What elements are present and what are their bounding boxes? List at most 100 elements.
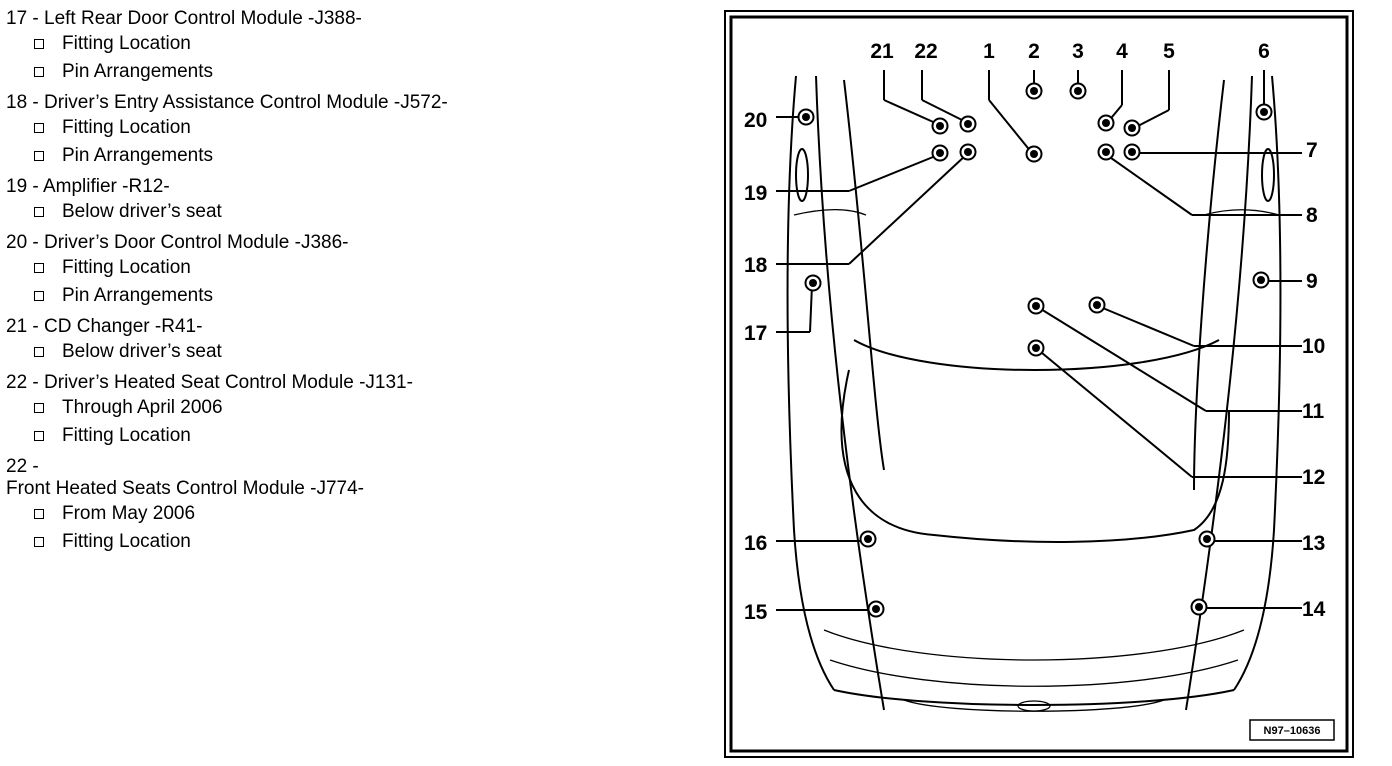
marker-20[interactable]: [797, 108, 815, 126]
label-21: 21: [870, 40, 894, 63]
subitem-label[interactable]: Fitting Location: [62, 531, 191, 552]
checkbox-icon: [34, 39, 44, 49]
marker-14[interactable]: [1190, 598, 1208, 616]
subitem-label[interactable]: Pin Arrangements: [62, 285, 214, 306]
legend-subitem[interactable]: Fitting Location: [6, 422, 706, 450]
checkbox-icon: [34, 431, 44, 441]
checkbox-icon: [34, 509, 44, 519]
subitem-label[interactable]: Fitting Location: [62, 257, 191, 278]
legend-subitem[interactable]: Pin Arrangements: [6, 58, 706, 86]
marker-2[interactable]: [1025, 82, 1043, 100]
legend-subitem[interactable]: Fitting Location: [6, 30, 706, 58]
car-trunk-line: [823, 629, 1245, 661]
legend-subitem[interactable]: Fitting Location: [6, 254, 706, 282]
label-22: 22: [914, 40, 937, 63]
marker-12[interactable]: [1027, 339, 1045, 357]
legend-entry-title: 17 - Left Rear Door Control Module -J388…: [6, 8, 362, 29]
marker-15[interactable]: [867, 600, 885, 618]
subitem-label[interactable]: Pin Arrangements: [62, 61, 214, 82]
subitem-label[interactable]: Fitting Location: [62, 117, 191, 138]
label-19: 19: [744, 182, 767, 205]
marker-13[interactable]: [1198, 530, 1216, 548]
marker-8[interactable]: [1097, 143, 1115, 161]
subitem-label[interactable]: Below driver’s seat: [62, 201, 222, 222]
marker-17[interactable]: [804, 274, 822, 292]
legend-entry-17: 17 - Left Rear Door Control Module -J388…: [6, 8, 706, 86]
reference-box: [1249, 719, 1335, 741]
car-emblem: [1017, 700, 1051, 712]
car-rear-window: [840, 369, 1230, 543]
leader-11: [1035, 305, 1207, 412]
legend-subitem[interactable]: Through April 2006: [6, 394, 706, 422]
car-door-left: [843, 79, 885, 471]
marker-22[interactable]: [959, 115, 977, 133]
legend-entry-title: 20 - Driver’s Door Control Module -J386-: [6, 232, 349, 253]
legend-entry-18: 18 - Driver’s Entry Assistance Control M…: [6, 92, 706, 170]
label-13: 13: [1302, 532, 1325, 555]
marker-1[interactable]: [1025, 145, 1043, 163]
marker-3[interactable]: [1069, 82, 1087, 100]
car-mirror-right-line: [1203, 209, 1280, 216]
legend-entry-22: 22 - Driver’s Heated Seat Control Module…: [6, 372, 706, 450]
marker-18[interactable]: [959, 143, 977, 161]
label-20: 20: [744, 109, 767, 132]
car-mirror-left: [795, 148, 809, 202]
subitem-label[interactable]: Pin Arrangements: [62, 145, 214, 166]
marker-9[interactable]: [1252, 271, 1270, 289]
label-10: 10: [1302, 335, 1325, 358]
subitem-label[interactable]: Fitting Location: [62, 33, 191, 54]
car-door-right: [1193, 79, 1225, 491]
label-3: 3: [1072, 40, 1084, 63]
checkbox-icon: [34, 291, 44, 301]
legend-subitem[interactable]: Pin Arrangements: [6, 282, 706, 310]
frame-inner: [729, 15, 1349, 753]
legend-entry-19: 19 - Amplifier -R12- Below driver’s seat: [6, 176, 706, 226]
leader-12: [1035, 347, 1193, 478]
subitem-label[interactable]: From May 2006: [62, 503, 196, 524]
car-rear-bumper: [833, 689, 1235, 706]
leader-8: [1103, 152, 1193, 216]
marker-21[interactable]: [931, 117, 949, 135]
legend-subitem[interactable]: From May 2006: [6, 500, 706, 528]
marker-11[interactable]: [1027, 297, 1045, 315]
subitem-label[interactable]: Fitting Location: [62, 425, 191, 446]
legend-subitem[interactable]: Fitting Location: [6, 114, 706, 142]
subitem-label[interactable]: Below driver’s seat: [62, 341, 222, 362]
leader-19b: [848, 154, 939, 192]
marker-19[interactable]: [931, 144, 949, 162]
marker-7[interactable]: [1123, 143, 1141, 161]
legend-entry-title: 19 - Amplifier -R12-: [6, 176, 170, 197]
label-8: 8: [1306, 204, 1318, 227]
checkbox-icon: [34, 67, 44, 77]
leader-22b: [921, 99, 969, 124]
subitem-label[interactable]: Through April 2006: [62, 397, 223, 418]
legend-entry-22b: 22 - Front Heated Seats Control Module -…: [6, 456, 706, 556]
leader-21b: [883, 99, 941, 126]
legend-subitem[interactable]: Pin Arrangements: [6, 142, 706, 170]
callout-labels: 21 22 1 2 3 4 5 6 20 19 18 17 16 15 7 8 …: [744, 40, 1326, 624]
marker-6[interactable]: [1255, 103, 1273, 121]
legend-entry-title: 22 - Driver’s Heated Seat Control Module…: [6, 372, 413, 393]
car-mirror-right: [1261, 148, 1275, 202]
checkbox-icon: [34, 207, 44, 217]
leader-lines: [776, 70, 1302, 611]
legend: 17 - Left Rear Door Control Module -J388…: [6, 8, 706, 556]
legend-entry-20: 20 - Driver’s Door Control Module -J386-…: [6, 232, 706, 310]
marker-4[interactable]: [1097, 114, 1115, 132]
label-17: 17: [744, 322, 767, 345]
checkbox-icon: [34, 151, 44, 161]
frame-outer: [724, 10, 1354, 758]
legend-subitem[interactable]: Fitting Location: [6, 528, 706, 556]
car-pillar-right: [1185, 75, 1253, 711]
marker-5[interactable]: [1123, 119, 1141, 137]
legend-subitem[interactable]: Below driver’s seat: [6, 338, 706, 366]
label-5: 5: [1163, 40, 1175, 63]
legend-entry-title: 21 - CD Changer -R41-: [6, 316, 203, 337]
legend-subitem[interactable]: Below driver’s seat: [6, 198, 706, 226]
car-body-left: [786, 75, 835, 691]
marker-16[interactable]: [859, 530, 877, 548]
marker-10[interactable]: [1088, 296, 1106, 314]
checkbox-icon: [34, 403, 44, 413]
label-4: 4: [1116, 40, 1128, 63]
legend-entry-title: 22 - Front Heated Seats Control Module -…: [6, 456, 365, 499]
